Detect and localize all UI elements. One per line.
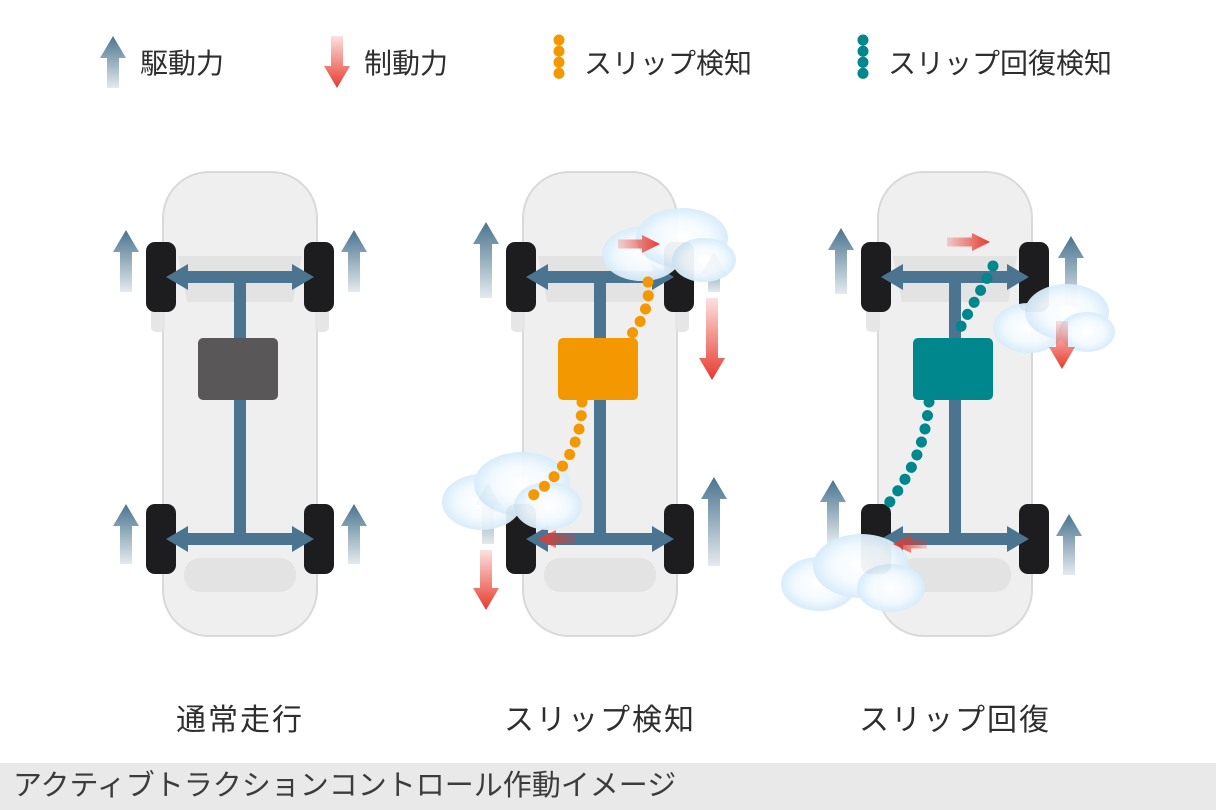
right-mirror: [675, 308, 689, 332]
legend-label-braking-force: 制動力: [364, 48, 449, 79]
panel-slip-recovery: スリップ回復: [775, 158, 1135, 739]
ecu-box: [558, 338, 638, 400]
ecu-box: [913, 338, 993, 400]
panel-label-normal: 通常走行: [176, 704, 304, 737]
left-mirror: [866, 308, 880, 332]
rear-axle-right-arrow: [953, 526, 1029, 552]
slip-cloud-front-right: [993, 284, 1115, 353]
legend-item-slip-detect: スリップ検知: [548, 33, 752, 91]
slip-recover-dots-front-right: [949, 260, 999, 344]
slip-direction-arrow-front-right: [947, 233, 990, 251]
brake-arrow-front-right: [1049, 321, 1075, 369]
down-arrow-icon: [324, 36, 351, 88]
slip-direction-arrow-rear-left: [538, 530, 576, 548]
front-axle-left-arrow: [881, 264, 957, 290]
legend-item-driving-force: 駆動力: [100, 33, 224, 91]
drive-arrow-front-left: [828, 228, 854, 294]
up-arrow-icon: [100, 36, 126, 88]
dotted-line-icon: [857, 34, 869, 90]
legend-item-braking-force: 制動力: [324, 33, 448, 91]
slip-detect-dots-front-right: [620, 276, 654, 346]
drive-arrow-front-left: [473, 222, 499, 298]
front-axle-left-arrow: [526, 264, 602, 290]
drivetrain: [881, 264, 1029, 552]
car-diagram-normal: [113, 171, 367, 637]
front-axle-right-arrow: [238, 264, 314, 290]
rear-right-tire: [304, 504, 334, 574]
panel-label-slip-detected: スリップ検知: [504, 704, 696, 737]
drive-arrow-front-right: [341, 230, 367, 292]
legend-item-slip-recover: スリップ回復検知: [852, 33, 1112, 91]
brake-arrow-front-right: [699, 298, 725, 380]
drive-arrow-rear-right: [1056, 514, 1082, 575]
front-left-tire: [861, 242, 891, 312]
left-mirror: [511, 308, 525, 332]
panel-normal-driving: 通常走行: [60, 158, 420, 739]
rear-axle-left-arrow: [166, 526, 242, 552]
car-diagram-slip-detected: [442, 171, 736, 637]
front-axle-left-arrow: [166, 264, 242, 290]
ecu-box: [198, 338, 278, 400]
drivetrain: [166, 264, 314, 552]
panel-label-slip-recovery: スリップ回復: [859, 704, 1051, 737]
rear-window: [544, 558, 656, 592]
drive-arrow-front-right: [1058, 236, 1084, 306]
slip-direction-arrow-front-right: [618, 235, 660, 253]
slip-direction-arrow-rear-left: [893, 535, 927, 553]
tires: [146, 242, 334, 574]
caption-text: アクティブトラクションコントロール作動イメージ: [13, 770, 677, 802]
drive-arrow-front-left: [113, 230, 139, 292]
slip-recover-dots-rear-left: [879, 396, 935, 514]
legend: 駆動力 制動力 スリップ検知 スリップ回復検知: [100, 33, 1112, 91]
slip-cloud-rear-left: [781, 534, 925, 612]
front-left-tire: [146, 242, 176, 312]
drive-arrow-rear-left: [113, 504, 139, 564]
rear-window: [899, 558, 1011, 592]
left-mirror: [151, 308, 165, 332]
drive-force-arrows: [820, 228, 1084, 575]
front-right-tire: [304, 242, 334, 312]
brake-arrow-rear-left: [473, 550, 499, 610]
slip-detect-dots-rear-left: [526, 396, 588, 502]
rear-axle-right-arrow: [598, 526, 674, 552]
front-left-tire: [506, 242, 536, 312]
drive-arrow-rear-right: [341, 504, 367, 564]
brake-force-arrows: [473, 298, 725, 610]
legend-label-driving-force: 駆動力: [140, 48, 225, 79]
rear-axle-right-arrow: [238, 526, 314, 552]
rear-right-tire: [1019, 504, 1049, 574]
legend-label-slip-recover: スリップ回復検知: [888, 48, 1113, 79]
dotted-line-icon: [553, 34, 565, 90]
car-diagram-slip-recovery: [781, 171, 1115, 637]
drive-arrow-rear-right: [701, 477, 727, 566]
panel-slip-detected: スリップ検知: [420, 158, 780, 739]
drive-arrow-rear-left: [820, 480, 846, 544]
drive-force-arrows: [113, 230, 367, 564]
rear-window: [184, 558, 296, 592]
caption-bar: アクティブトラクションコントロール作動イメージ: [0, 763, 1216, 810]
rear-right-tire: [664, 504, 694, 574]
rear-left-tire: [146, 504, 176, 574]
right-mirror: [315, 308, 329, 332]
legend-label-slip-detect: スリップ検知: [584, 48, 753, 79]
